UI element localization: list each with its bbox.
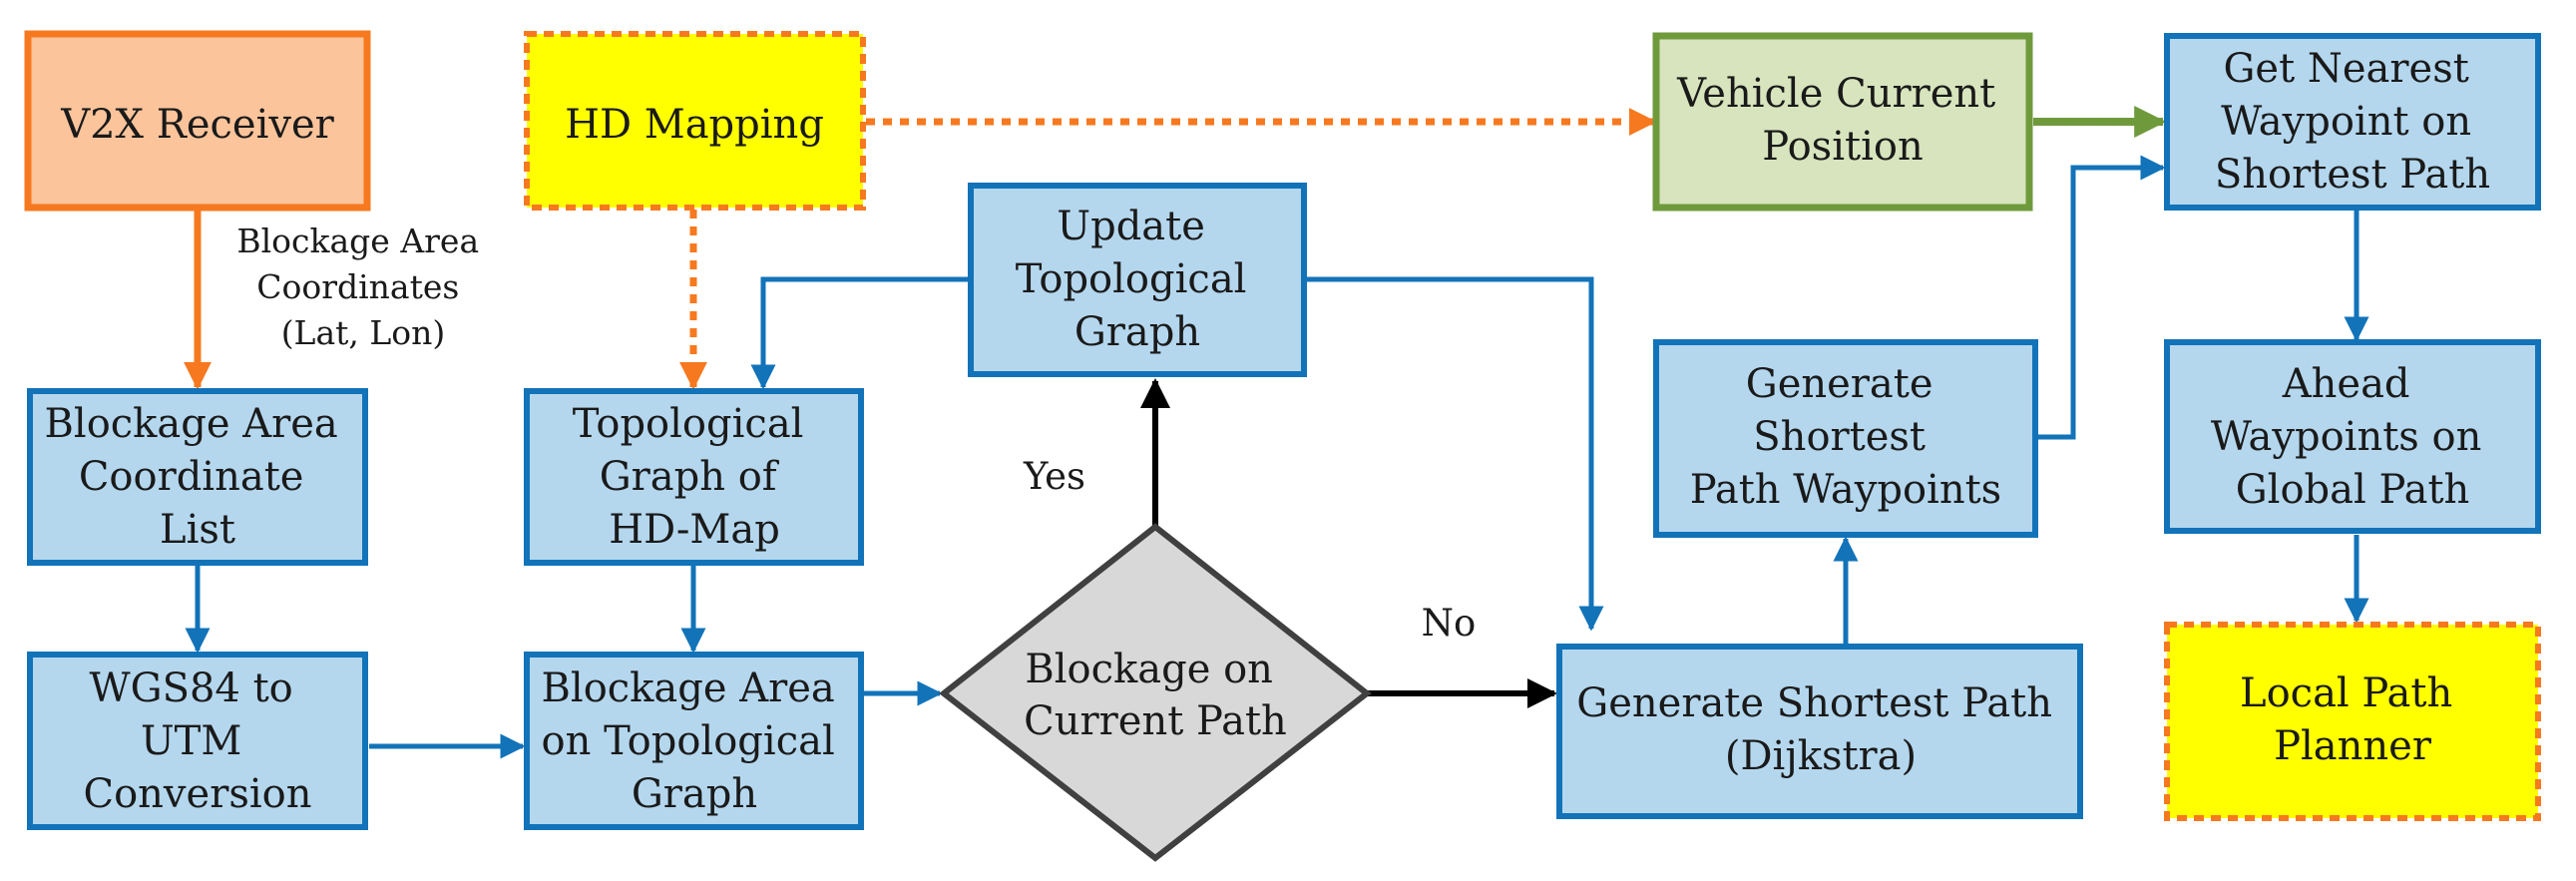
generate-waypoints-box xyxy=(1653,339,2038,538)
local-planner-label: Local Path Planner xyxy=(2240,670,2465,769)
ahead-waypoints-label: Ahead Waypoints on Global Path xyxy=(2211,361,2494,513)
nearest-waypoint-label: Get Nearest Waypoint on Shortest Path xyxy=(2215,46,2490,198)
coords-edge-label: Blockage Area Coordinates (Lat, Lon) xyxy=(236,221,489,352)
nearest-waypoint-box xyxy=(2164,33,2541,211)
dijkstra-box xyxy=(1556,644,2083,819)
blockage-on-topo-box xyxy=(524,652,864,830)
update-graph-box xyxy=(968,183,1307,377)
node-labels: V2X Receiver HD Mapping Vehicle Current … xyxy=(45,46,2494,817)
update-graph-label: Update Topological Graph xyxy=(1016,204,1259,355)
wgs84-utm-label: WGS84 to UTM Conversion xyxy=(83,665,311,817)
edge-update-to-dijkstra xyxy=(1307,276,1604,632)
ahead-waypoints-box xyxy=(2164,339,2541,534)
local-planner-box xyxy=(2164,622,2541,821)
v2x-receiver-box xyxy=(24,30,371,212)
blockage-decision-diamond xyxy=(939,523,1372,862)
blockage-list-label: Blockage Area Coordinate List xyxy=(45,401,351,553)
connectors xyxy=(184,106,2369,759)
topo-graph-label: Topological Graph of HD-Map xyxy=(573,401,816,553)
dijkstra-label: Generate Shortest Path (Dijkstra) xyxy=(1576,680,2064,779)
generate-waypoints-label: Generate Shortest Path Waypoints xyxy=(1690,361,2001,513)
hd-mapping-box xyxy=(524,31,866,211)
v2x-receiver-label: V2X Receiver xyxy=(60,102,334,148)
decision-label: Blockage on Current Path xyxy=(1024,647,1287,744)
yes-edge-label: Yes xyxy=(1023,455,1085,498)
edge-update-to-topo-graph xyxy=(750,276,968,390)
blockage-on-topo-label: Blockage Area on Topological Graph xyxy=(542,665,848,817)
hd-mapping-label: HD Mapping xyxy=(565,102,824,148)
topo-graph-box xyxy=(524,388,864,566)
edge-waypoints-to-nearest xyxy=(2038,155,2166,440)
node-shapes xyxy=(24,30,2541,862)
wgs84-utm-box xyxy=(27,652,368,830)
blockage-list-box xyxy=(27,388,368,566)
vehicle-position-box xyxy=(1652,32,2033,212)
vehicle-position-label: Vehicle Current Position xyxy=(1676,71,2008,170)
no-edge-label: No xyxy=(1422,602,1477,645)
edge-labels: Blockage Area Coordinates (Lat, Lon) Yes… xyxy=(236,221,1476,645)
